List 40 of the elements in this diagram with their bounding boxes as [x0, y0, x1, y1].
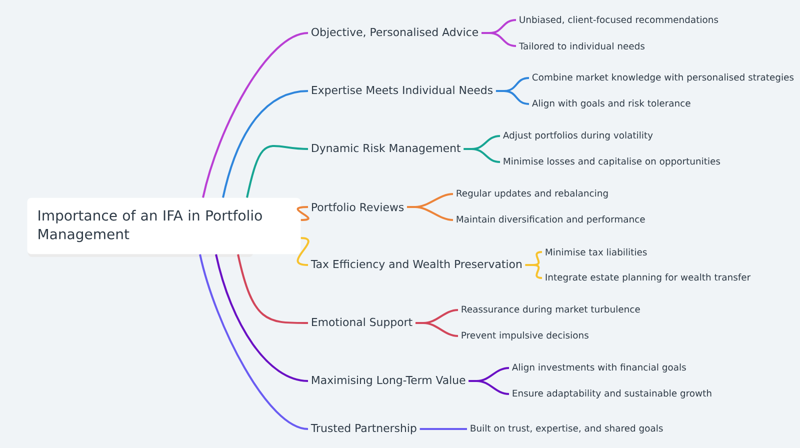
leaf-label: Regular updates and rebalancing — [456, 190, 608, 198]
leaf-label: Built on trust, expertise, and shared goals — [470, 424, 663, 434]
leaf-label: Integrate estate planning for wealth transfer — [546, 274, 751, 282]
leaf-label: Minimise tax liabilities — [546, 248, 647, 256]
branch-label: Trusted Partnership — [310, 424, 416, 434]
leaf-label: Align with goals and risk tolerance — [532, 100, 690, 108]
leaf-label: Unbiased, client-focused recommendations — [520, 16, 718, 24]
connector — [297, 206, 310, 221]
branch-label: Maximising Long-Term Value — [312, 376, 466, 386]
connector — [407, 206, 454, 221]
root-box: Importance of an IFA in Portfolio Management — [27, 198, 301, 254]
connector — [246, 145, 308, 198]
leaf-label: Ensure adaptability and sustainable growth — [512, 390, 712, 398]
branch-label: Objective, Personalised Advice — [312, 28, 478, 38]
connector — [468, 380, 510, 395]
branch-label: Expertise Meets Individual Needs — [312, 86, 492, 96]
branch-label: Dynamic Risk Management — [312, 144, 461, 154]
connector — [215, 254, 308, 382]
leaf-label: Prevent impulsive decisions — [462, 332, 588, 340]
leaf-label: Maintain diversification and performance — [456, 216, 645, 224]
connector — [416, 322, 458, 337]
connector — [202, 32, 308, 198]
connector — [525, 264, 542, 279]
connector — [482, 32, 516, 47]
branch-label: Tax Efficiency and Wealth Preservation — [310, 260, 522, 270]
connector — [420, 428, 467, 430]
connector — [496, 90, 530, 105]
leaf-label: Reassurance during market turbulence — [462, 306, 640, 314]
leaf-label: Minimise losses and capitalise on opportunities — [504, 158, 720, 166]
leaf-label: Tailored to individual needs — [518, 42, 644, 50]
leaf-label: Adjust portfolios during volatility — [503, 132, 653, 140]
branch-label: Portfolio Reviews — [312, 202, 404, 212]
leaf-label: Combine market knowledge with personalised strategies — [532, 74, 794, 82]
branch-label: Emotional Support — [312, 318, 412, 328]
connector — [237, 254, 308, 324]
connector — [222, 90, 308, 198]
connector — [464, 148, 500, 163]
connector — [199, 254, 308, 430]
leaf-label: Align investments with financial goals — [512, 364, 686, 372]
connector — [296, 237, 310, 266]
